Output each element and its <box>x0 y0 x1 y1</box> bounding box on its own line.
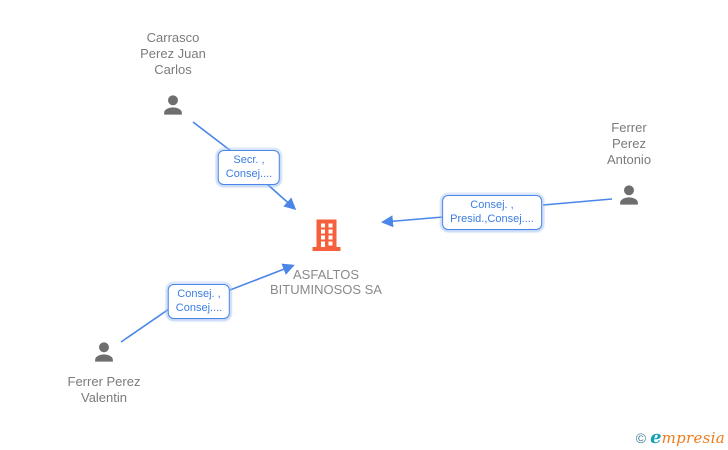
connector-label-to-company-arrow-1 <box>266 183 297 210</box>
person-node-ferrer-perez-antonio[interactable]: Ferrer Perez Antonio <box>594 120 664 209</box>
empresia-logo[interactable]: © e mpresia <box>636 427 725 448</box>
edge-label-carrasco-roles[interactable]: Secr. , Consej.... <box>217 150 281 185</box>
edge-label-valentin-roles[interactable]: Consej. , Consej.... <box>167 284 231 319</box>
person-name: Carrasco Perez Juan Carlos <box>140 30 206 77</box>
person-name: Ferrer Perez Valentin <box>67 374 141 405</box>
empresia-logo-text: mpresia <box>661 429 725 447</box>
person-node-carrasco-perez-juan-carlos[interactable]: Carrasco Perez Juan Carlos <box>131 30 215 119</box>
empresia-logo-e: e <box>650 427 662 448</box>
person-icon <box>615 181 643 209</box>
edge-role-line: Consej.... <box>225 167 273 180</box>
copyright-icon: © <box>635 430 647 446</box>
person-icon <box>90 338 118 366</box>
edge-role-line: Consej. , <box>177 288 221 300</box>
edge-role-line: Presid.,Consej.... <box>450 212 534 225</box>
person-icon <box>159 91 187 119</box>
edge-label-antonio-roles[interactable]: Consej. , Presid.,Consej.... <box>442 195 542 230</box>
company-name: ASFALTOS BITUMINOSOS SA <box>270 267 382 297</box>
connector-label-to-company-arrow-2 <box>381 215 444 228</box>
connector-carrasco-to-label <box>192 121 232 152</box>
building-icon <box>308 218 345 258</box>
person-name: Ferrer Perez Antonio <box>606 120 652 167</box>
company-node-asfaltos-bituminosos-sa[interactable]: ASFALTOS BITUMINOSOS SA <box>260 218 392 297</box>
edge-role-line: Consej. , <box>470 199 514 211</box>
edge-role-line: Consej.... <box>175 301 223 314</box>
edge-role-line: Secr. , <box>233 154 265 166</box>
person-node-ferrer-perez-valentin[interactable]: Ferrer Perez Valentin <box>67 338 141 406</box>
